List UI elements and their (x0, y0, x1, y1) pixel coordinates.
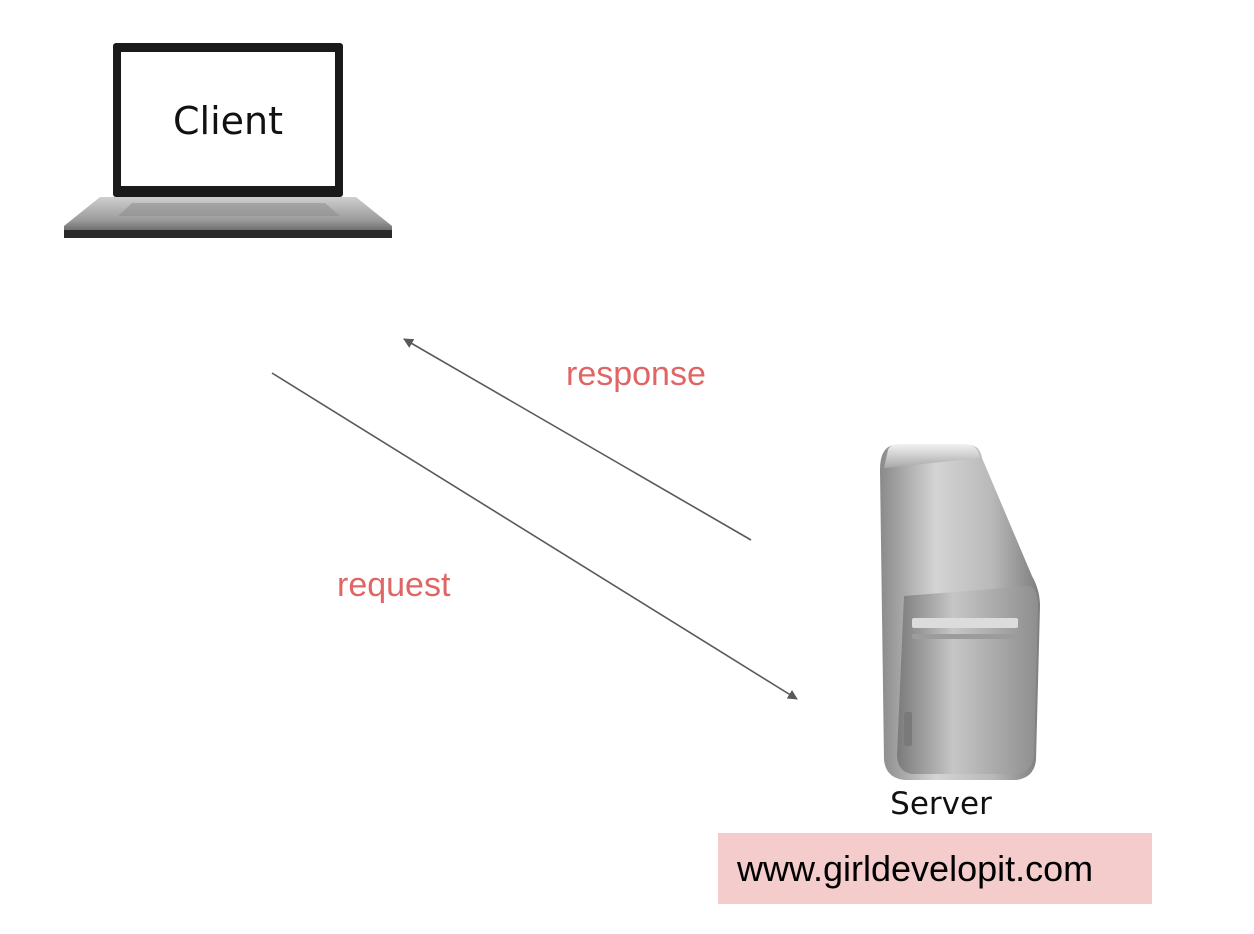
server-tower-lower-panel (897, 586, 1038, 774)
server-drive-slot-2 (912, 634, 1016, 639)
response-arrow (403, 338, 752, 541)
laptop-screen (121, 52, 335, 186)
server-drive-slot (912, 618, 1018, 628)
server-front-port (904, 712, 912, 746)
url-text: www.girldevelopit.com (737, 847, 1094, 889)
response-label: response (566, 355, 706, 393)
laptop-base-edge (64, 230, 392, 238)
server-tower-top-handle (884, 444, 980, 468)
laptop-icon: Client (64, 43, 392, 238)
url-box: www.girldevelopit.com (718, 833, 1152, 904)
client-label: Client (173, 99, 283, 143)
request-arrow (271, 372, 798, 700)
laptop-keyboard (118, 203, 340, 216)
request-label: request (337, 566, 451, 604)
server-label: Server (890, 786, 992, 822)
server-tower-icon: Server (880, 444, 1040, 822)
